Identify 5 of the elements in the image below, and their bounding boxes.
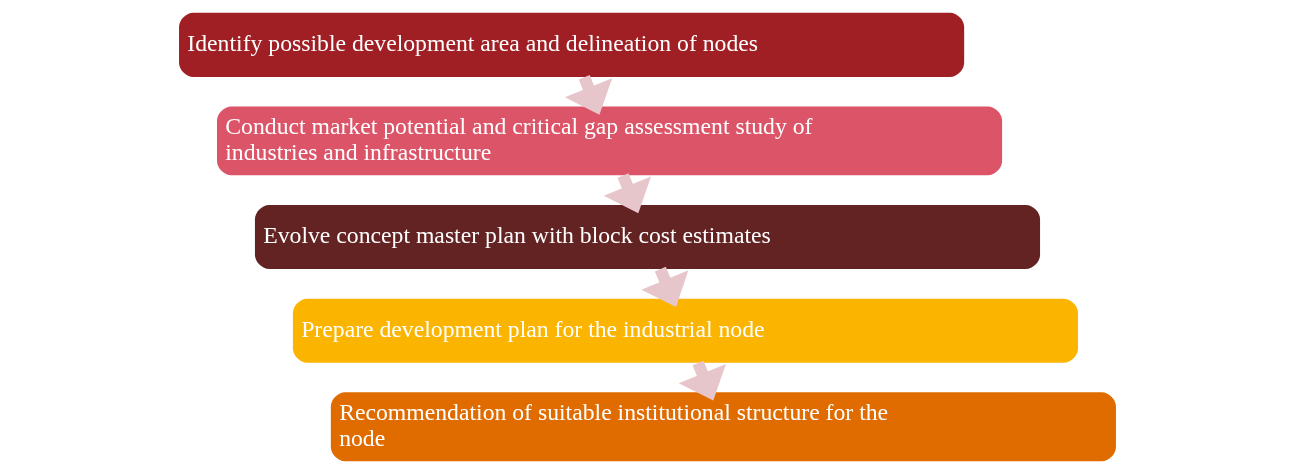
node-box: Prepare development plan for the industrial node bbox=[292, 298, 1078, 363]
node-box: Evolve concept master plan with block cost estimates bbox=[254, 205, 1041, 269]
node-box: Recommendation of suitable institutional structure for the node bbox=[330, 392, 1116, 462]
node-box: Conduct market potential and critical gap assessment study of industries and infrastructure bbox=[217, 106, 1003, 176]
node-box: Identify possible development area and delineation of nodes bbox=[179, 12, 965, 77]
